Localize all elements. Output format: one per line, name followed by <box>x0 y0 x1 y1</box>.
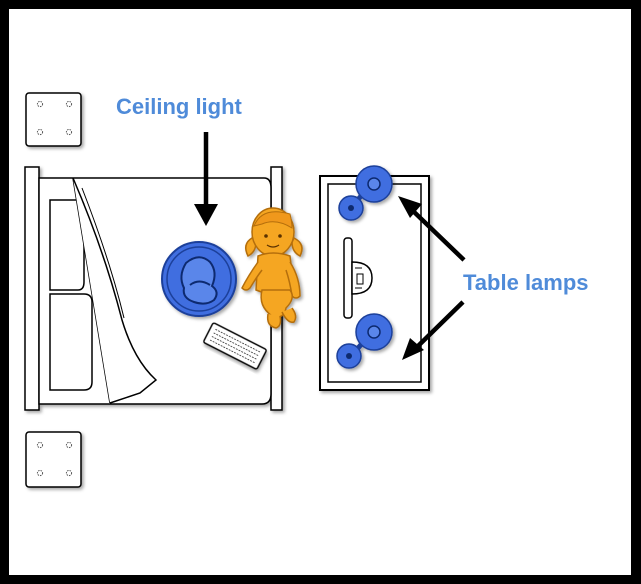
keyboard-icon <box>203 322 267 370</box>
table-lamps-arrow-bottom <box>416 300 465 348</box>
wall-outlet-icon <box>25 92 82 147</box>
wall-outlet-icon <box>25 431 82 488</box>
ceiling-light-arrowhead <box>194 204 218 226</box>
ceiling-light-label: Ceiling light <box>116 94 243 119</box>
ceiling-light-icon <box>161 241 237 317</box>
table-lamps-arrow-top <box>410 208 466 262</box>
girl-figure-icon <box>241 207 303 329</box>
monitor-icon <box>343 237 373 319</box>
table-lamp-icon <box>338 165 393 221</box>
table-lamp-icon <box>336 313 393 369</box>
table-lamps-arrowhead-bottom <box>402 338 424 360</box>
bed-icon <box>24 166 283 411</box>
table-lamps-label: Table lamps <box>463 270 589 295</box>
table-lamps-arrowhead-top <box>398 196 422 218</box>
